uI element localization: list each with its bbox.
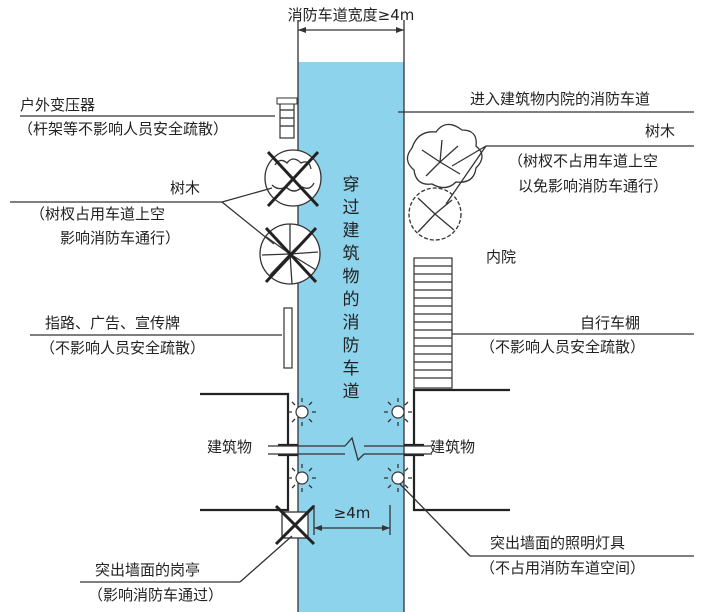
lamp-left-bottom-icon	[288, 464, 316, 492]
svg-text:道: 道	[343, 382, 360, 402]
svg-text:消: 消	[343, 313, 360, 333]
inner-width-label: ≥4m	[334, 504, 371, 522]
lamp-right-bottom-icon	[384, 464, 412, 492]
lamp-label-2: （不占用消防车道空间）	[480, 559, 645, 577]
svg-text:建: 建	[343, 221, 360, 241]
tree-left-crossed-icon	[264, 149, 322, 208]
guard-label-2: （影响消防车通过）	[88, 586, 223, 604]
tree-left-line1: （树杈占用车道上空	[30, 205, 165, 223]
tree-left-title: 树木	[170, 179, 200, 197]
road-vertical-label: 穿 过 建 筑 物 的 消 防 车 道	[343, 175, 360, 402]
building-left-label: 建筑物	[207, 438, 252, 456]
bike-label-1: 自行车棚	[580, 314, 640, 332]
tree-left-branches-icon	[259, 223, 321, 285]
road-width-label: 消防车道宽度≥4m	[288, 6, 415, 24]
road-width-dimension: 消防车道宽度≥4m	[288, 6, 415, 62]
break-line	[268, 436, 432, 462]
transformer-icon	[276, 97, 298, 139]
svg-text:的: 的	[343, 290, 360, 310]
guard-label-1: 突出墙面的岗亭	[95, 561, 200, 579]
transformer-label-2: （杆架等不影响人员安全疏散）	[18, 120, 228, 138]
svg-text:过: 过	[343, 198, 360, 218]
svg-text:穿: 穿	[343, 175, 360, 195]
svg-text:物: 物	[343, 267, 360, 287]
svg-text:车: 车	[343, 359, 360, 379]
lamp-right-top-icon	[384, 398, 412, 426]
building-left-walls	[200, 392, 298, 512]
tree-right-line2: 以免影响消防车通行）	[518, 177, 668, 195]
lamp-left-top-icon	[288, 398, 316, 426]
tree-right-bushy-icon	[406, 123, 483, 189]
inner-width-dimension: ≥4m	[313, 504, 391, 535]
sign-label-2: （不影响人员安全疏散）	[40, 339, 205, 357]
tree-right-title: 树木	[645, 122, 675, 140]
courtyard-label: 内院	[486, 248, 516, 266]
tree-left-line2: 影响消防车通行）	[60, 229, 180, 247]
guard-booth-icon	[274, 504, 316, 546]
transformer-label-1: 户外变压器	[20, 96, 95, 114]
lamp-label-1: 突出墙面的照明灯具	[490, 534, 625, 552]
building-right-label: 建筑物	[430, 438, 475, 456]
bike-label-2: （不影响人员安全疏散）	[480, 338, 645, 356]
building-right-walls	[404, 388, 510, 512]
tree-right-line1: （树杈不占用车道上空	[508, 152, 658, 170]
svg-text:防: 防	[343, 336, 360, 356]
tree-right-round-icon	[408, 187, 462, 241]
sign-label-1: 指路、广告、宣传牌	[45, 314, 180, 332]
svg-text:筑: 筑	[343, 244, 360, 264]
bike-shed-icon	[413, 257, 453, 389]
inner-road-label: 进入建筑物内院的消防车道	[470, 90, 650, 108]
sign-board-icon	[283, 307, 293, 369]
